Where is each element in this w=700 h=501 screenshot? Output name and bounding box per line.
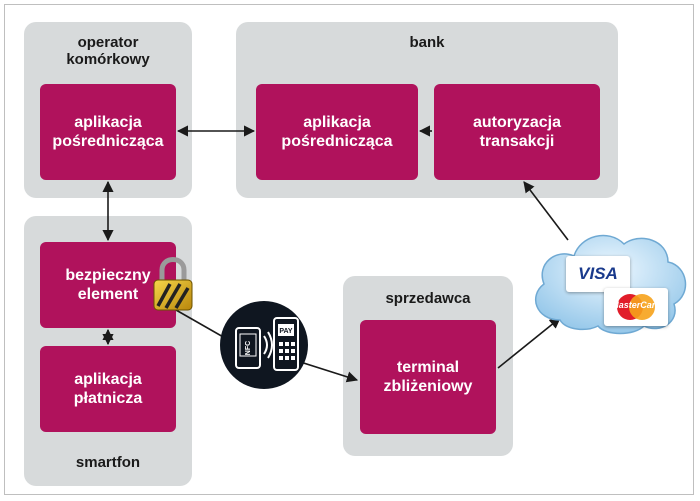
box-secure-element-line2: element xyxy=(77,286,139,303)
visa-card-icon: VISA xyxy=(566,256,630,292)
group-mobile-operator-label-line1: operator xyxy=(77,34,139,51)
box-payment-app-line1: aplikacja xyxy=(74,371,142,388)
box-bank-intermediary-app-line2: pośrednicząca xyxy=(281,133,393,150)
box-transaction-authorization: autoryzacja transakcji xyxy=(434,84,600,180)
box-operator-intermediary-app-line1: aplikacja xyxy=(74,114,142,131)
box-payment-app: aplikacja płatnicza xyxy=(40,346,176,432)
arrow-terminal-to-cloud xyxy=(497,317,561,369)
box-secure-element: bezpieczny element xyxy=(40,242,176,328)
mastercard-card-label: MasterCard xyxy=(611,300,661,310)
box-transaction-authorization-line1: autoryzacja xyxy=(472,114,562,131)
nfc-payment-icon: NFC PAY xyxy=(220,301,308,389)
group-mobile-operator-label: operator komórkowy xyxy=(24,34,192,68)
arrow-cloud-to-authorization xyxy=(523,181,569,241)
box-bank-intermediary-app: aplikacja pośrednicząca xyxy=(256,84,418,180)
box-transaction-authorization-line2: transakcji xyxy=(479,133,555,150)
box-operator-intermediary-app-line2: pośrednicząca xyxy=(52,133,164,150)
box-contactless-terminal-line1: terminal xyxy=(396,359,460,376)
box-operator-intermediary-app: aplikacja pośrednicząca xyxy=(40,84,176,180)
group-seller-label: sprzedawca xyxy=(385,290,471,307)
box-contactless-terminal-line2: zbliżeniowy xyxy=(383,378,473,395)
box-contactless-terminal: terminal zbliżeniowy xyxy=(360,320,496,434)
mastercard-card-icon: MasterCard xyxy=(604,288,668,326)
group-bank-label: bank xyxy=(409,34,445,51)
mastercard-circles-icon xyxy=(617,294,655,320)
group-mobile-operator-label-line2: komórkowy xyxy=(66,51,150,68)
nfc-phone-label: NFC xyxy=(245,341,252,355)
box-bank-intermediary-app-line1: aplikacja xyxy=(303,114,371,131)
box-payment-app-line2: płatnicza xyxy=(73,390,143,407)
nfc-terminal-label: PAY xyxy=(279,328,293,335)
padlock-icon xyxy=(153,257,193,311)
diagram-frame xyxy=(4,4,694,495)
group-smartphone-label: smartfon xyxy=(75,454,141,471)
visa-card-label: VISA xyxy=(578,264,618,283)
box-secure-element-line1: bezpieczny xyxy=(65,267,151,284)
